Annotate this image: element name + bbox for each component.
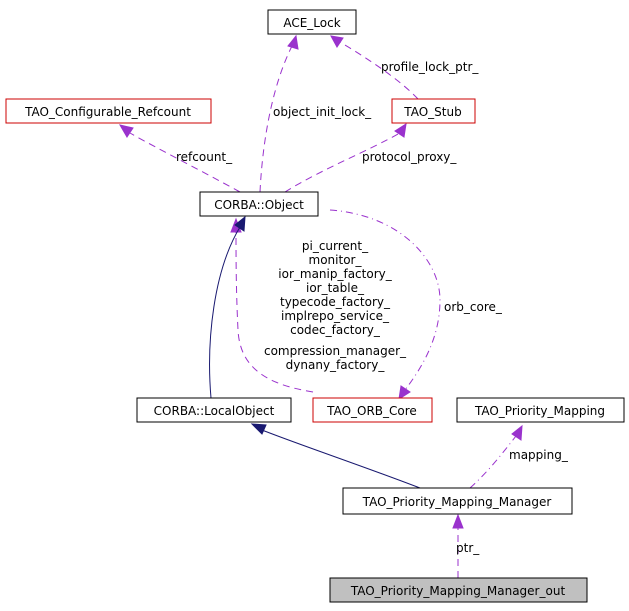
label-ior-table: ior_table_ bbox=[306, 281, 365, 295]
label-ior-manip-factory: ior_manip_factory_ bbox=[278, 267, 392, 281]
label-dynany-factory: dynany_factory_ bbox=[286, 358, 386, 372]
node-tao-configurable-refcount-label: TAO_Configurable_Refcount bbox=[24, 105, 191, 119]
node-corba-localobject[interactable]: CORBA::LocalObject bbox=[136, 397, 292, 423]
node-tao-orb-core[interactable]: TAO_ORB_Core bbox=[312, 397, 433, 423]
node-tao-configurable-refcount[interactable]: TAO_Configurable_Refcount bbox=[5, 98, 212, 124]
node-tao-stub-label: TAO_Stub bbox=[403, 105, 461, 119]
node-tao-priority-mapping-manager-out-label: TAO_Priority_Mapping_Manager_out bbox=[350, 584, 566, 598]
edge-object-init-lock-arrowhead bbox=[287, 34, 299, 50]
label-implrepo-service: implrepo_service_ bbox=[281, 309, 390, 323]
label-compression-manager: compression_manager_ bbox=[264, 344, 407, 358]
label-group-orb-core-back: pi_current_ monitor_ ior_manip_factory_ … bbox=[264, 239, 407, 372]
edge-protocol-proxy bbox=[284, 133, 399, 193]
edge-profile-lock-ptr bbox=[339, 41, 419, 100]
edge-manager-inherits-localobject-arrowhead bbox=[250, 423, 267, 435]
node-corba-localobject-label: CORBA::LocalObject bbox=[154, 404, 275, 418]
label-object-init-lock: object_init_lock_ bbox=[273, 105, 372, 119]
label-typecode-factory: typecode_factory_ bbox=[280, 295, 391, 309]
node-tao-stub[interactable]: TAO_Stub bbox=[391, 98, 476, 124]
label-pi-current: pi_current_ bbox=[302, 239, 369, 253]
edge-orb-core-arrowhead bbox=[398, 385, 411, 401]
edge-localobject-inherits-object bbox=[209, 226, 241, 399]
node-tao-priority-mapping[interactable]: TAO_Priority_Mapping bbox=[456, 397, 625, 423]
label-monitor: monitor_ bbox=[309, 253, 363, 267]
edge-object-init-lock bbox=[259, 45, 293, 193]
edge-ptr-arrowhead bbox=[452, 513, 464, 529]
edge-localobject-inherits-object-arrowhead bbox=[234, 215, 246, 232]
label-mapping: mapping_ bbox=[509, 448, 569, 462]
node-tao-orb-core-label: TAO_ORB_Core bbox=[326, 404, 417, 418]
node-tao-priority-mapping-manager-out[interactable]: TAO_Priority_Mapping_Manager_out bbox=[329, 577, 588, 603]
edge-orb-core-back bbox=[235, 229, 314, 393]
edge-profile-lock-ptr-arrowhead bbox=[330, 35, 344, 48]
label-codec-factory: codec_factory_ bbox=[290, 323, 381, 337]
node-tao-priority-mapping-manager[interactable]: TAO_Priority_Mapping_Manager bbox=[342, 487, 573, 515]
label-orb-core: orb_core_ bbox=[444, 300, 503, 314]
label-profile-lock-ptr: profile_lock_ptr_ bbox=[381, 60, 479, 74]
edge-orb-core bbox=[329, 209, 441, 391]
node-corba-object[interactable]: CORBA::Object bbox=[199, 191, 319, 217]
edge-refcount-arrowhead bbox=[118, 124, 134, 138]
node-corba-object-label: CORBA::Object bbox=[214, 198, 304, 212]
edge-refcount bbox=[129, 132, 241, 193]
label-protocol-proxy: protocol_proxy_ bbox=[362, 150, 457, 164]
edge-mapping bbox=[469, 435, 517, 489]
edge-protocol-proxy-arrowhead bbox=[394, 122, 407, 138]
label-ptr: ptr_ bbox=[456, 541, 480, 555]
label-refcount: refcount_ bbox=[176, 150, 233, 164]
node-tao-priority-mapping-label: TAO_Priority_Mapping bbox=[474, 404, 605, 418]
edge-mapping-arrowhead bbox=[511, 424, 523, 441]
edge-manager-inherits-localobject bbox=[261, 429, 421, 489]
node-tao-priority-mapping-manager-label: TAO_Priority_Mapping_Manager bbox=[362, 495, 552, 509]
node-ace-lock-label: ACE_Lock bbox=[283, 16, 340, 30]
node-ace-lock[interactable]: ACE_Lock bbox=[267, 9, 357, 35]
